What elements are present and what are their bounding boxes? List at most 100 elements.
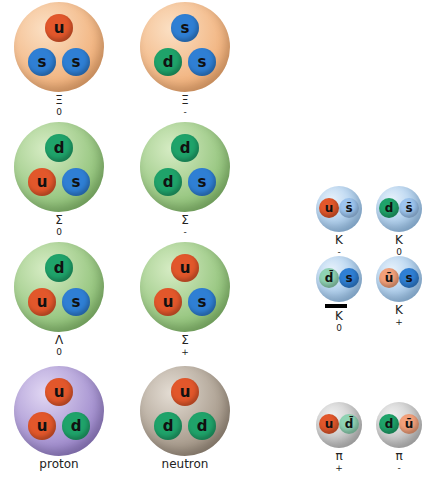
baryon-circle: Λ0dus xyxy=(14,242,104,332)
quark-letter: s xyxy=(38,53,47,71)
particle-label: π+ xyxy=(296,448,382,473)
particle-label: Ξ0 xyxy=(0,92,124,117)
quark-circle: s xyxy=(339,268,359,288)
quark-circle: d xyxy=(45,134,73,162)
quark-circle: u xyxy=(154,288,182,316)
quark-circle: s̄ xyxy=(399,198,419,218)
particle-symbol: K xyxy=(296,310,382,323)
baryon-circle: Ξ0uss xyxy=(14,2,104,92)
baryon-circle: Σ-dds xyxy=(140,122,230,212)
quark-circle: u xyxy=(45,378,73,406)
quark-circle: d xyxy=(154,168,182,196)
quark-letter: u xyxy=(325,417,334,431)
quark-letter: u xyxy=(37,293,48,311)
quark-letter: s xyxy=(181,19,190,37)
quark-letter: s xyxy=(72,173,81,191)
quark-letter: u xyxy=(54,383,65,401)
quark-letter: u xyxy=(180,383,191,401)
particle-symbol: K xyxy=(356,234,431,247)
meson-circle: K0d̄s xyxy=(316,256,362,302)
particle-symbol: Ξ xyxy=(120,94,250,107)
meson-circle: K+ūs xyxy=(376,256,422,302)
particle-label: Λ0 xyxy=(0,332,124,357)
particle-label: Ξ- xyxy=(120,92,250,117)
quark-letter: d xyxy=(163,417,174,435)
particle-label: π- xyxy=(356,448,431,473)
charge-subscript: 0 xyxy=(0,227,124,237)
quark-circle: d xyxy=(188,412,216,440)
quark-circle: s xyxy=(62,168,90,196)
quark-letter: u xyxy=(325,201,334,215)
particle-symbol: Ξ xyxy=(0,94,124,107)
quark-circle: s xyxy=(188,168,216,196)
particle-label: K0 xyxy=(296,302,382,333)
quark-letter: s xyxy=(345,271,352,285)
quark-circle: s xyxy=(62,48,90,76)
quark-circle: d xyxy=(154,48,182,76)
particle-label: K- xyxy=(296,232,382,257)
quark-circle: d̄ xyxy=(339,414,359,434)
charge-subscript: - xyxy=(356,463,431,473)
meson-circle: K-us̄ xyxy=(316,186,362,232)
quark-letter: d xyxy=(163,53,174,71)
particle-symbol: Σ xyxy=(0,214,124,227)
quark-letter: s xyxy=(405,271,412,285)
quark-circle: d xyxy=(154,412,182,440)
quark-circle: s̄ xyxy=(339,198,359,218)
quark-circle: d xyxy=(379,198,399,218)
quark-circle: d xyxy=(45,254,73,282)
particle-label: K0 xyxy=(356,232,431,257)
quark-letter: u xyxy=(37,173,48,191)
quark-letter: ū xyxy=(385,271,394,285)
quark-circle: d̄ xyxy=(319,268,339,288)
quark-letter: s̄ xyxy=(405,201,412,215)
baryon-circle: Ξ-sds xyxy=(140,2,230,92)
quark-circle: s xyxy=(28,48,56,76)
particle-symbol: neutron xyxy=(120,458,250,471)
charge-subscript: - xyxy=(120,107,250,117)
meson-circle: π-dū xyxy=(376,402,422,448)
quark-letter: s xyxy=(198,53,207,71)
quark-letter: d xyxy=(197,417,208,435)
charge-subscript: - xyxy=(120,227,250,237)
quark-circle: d xyxy=(379,414,399,434)
quark-letter: s xyxy=(198,173,207,191)
antiparticle-bar xyxy=(325,304,347,308)
baryon-circle: neutronudd xyxy=(140,366,230,456)
quark-letter: ū xyxy=(405,417,414,431)
baryon-circle: Σ0dus xyxy=(14,122,104,212)
particle-label: K+ xyxy=(356,302,431,327)
quark-circle: ū xyxy=(399,414,419,434)
quark-letter: s xyxy=(72,293,81,311)
quark-letter: d̄ xyxy=(345,417,354,431)
particle-label: neutron xyxy=(120,456,250,471)
baryon-circle: Σ+uus xyxy=(140,242,230,332)
quark-circle: u xyxy=(171,254,199,282)
quark-circle: u xyxy=(171,378,199,406)
quark-circle: u xyxy=(28,288,56,316)
charge-subscript: 0 xyxy=(0,347,124,357)
quark-circle: s xyxy=(62,288,90,316)
quark-circle: u xyxy=(45,14,73,42)
quark-letter: s̄ xyxy=(345,201,352,215)
quark-letter: s xyxy=(72,53,81,71)
quark-letter: d xyxy=(163,173,174,191)
quark-letter: d̄ xyxy=(325,271,334,285)
particle-symbol: K xyxy=(356,304,431,317)
quark-circle: d xyxy=(62,412,90,440)
quark-letter: d xyxy=(71,417,82,435)
particle-symbol: Σ xyxy=(120,334,250,347)
quark-letter: u xyxy=(180,259,191,277)
quark-circle: ū xyxy=(379,268,399,288)
quark-circle: u xyxy=(319,414,339,434)
quark-circle: d xyxy=(171,134,199,162)
particle-label: proton xyxy=(0,456,124,471)
particle-symbol: π xyxy=(356,450,431,463)
particle-label: Σ0 xyxy=(0,212,124,237)
quark-circle: s xyxy=(188,48,216,76)
charge-subscript: + xyxy=(296,463,382,473)
quark-letter: d xyxy=(385,201,394,215)
quark-letter: u xyxy=(163,293,174,311)
quark-circle: u xyxy=(319,198,339,218)
particle-symbol: Λ xyxy=(0,334,124,347)
